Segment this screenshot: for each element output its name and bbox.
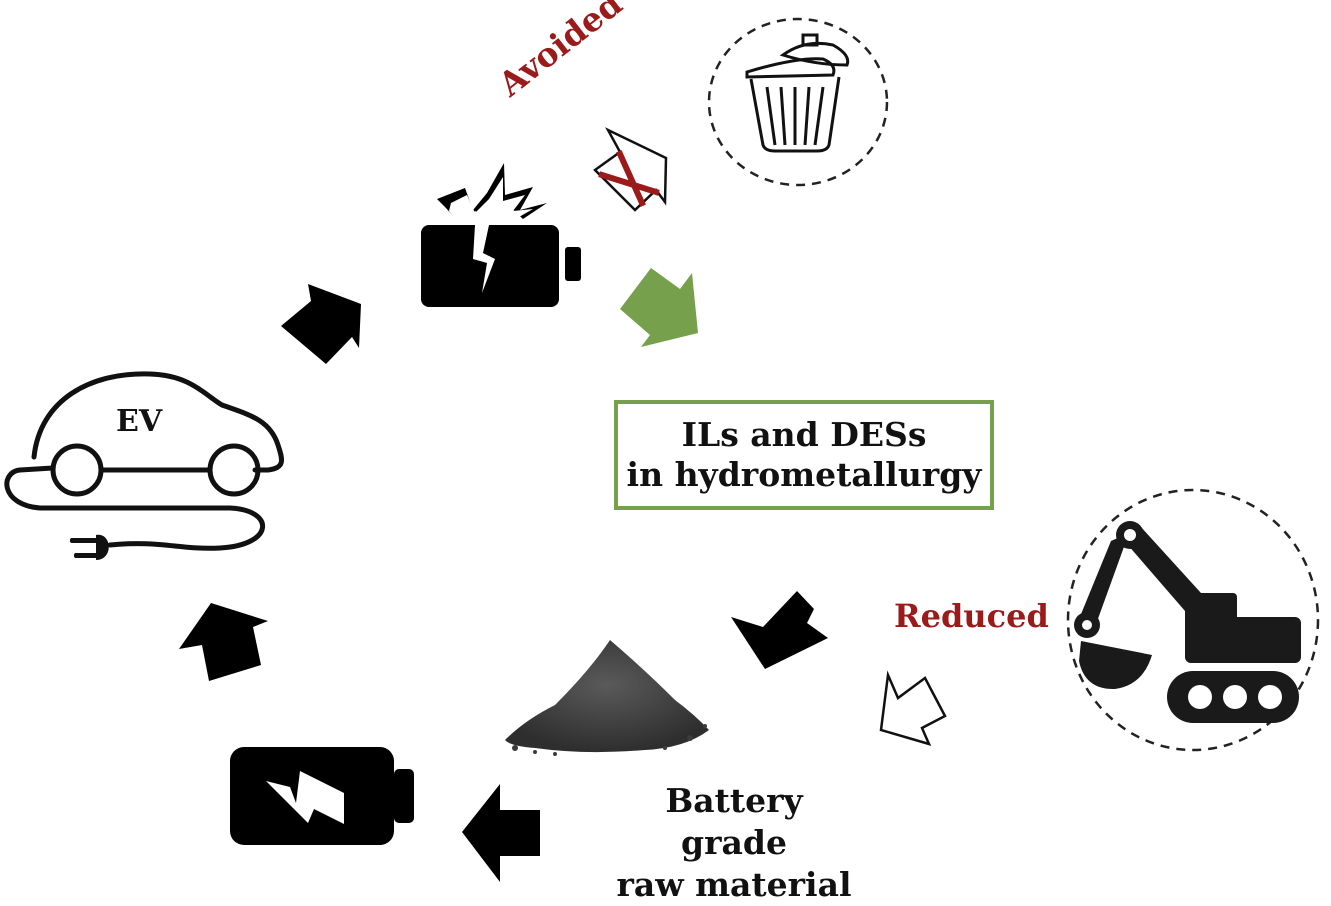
- trash-can-icon: [707, 17, 889, 187]
- process-line-1: ILs and DESs: [681, 415, 927, 454]
- reduced-label: Reduced: [894, 597, 1049, 635]
- arrow-to-process: [620, 268, 698, 347]
- avoided-arrow-icon: [593, 127, 668, 212]
- arrow-battery-to-ev: [179, 603, 268, 681]
- arrow-ev-to-spent-battery: [281, 284, 361, 364]
- process-box: ILs and DESs in hydrometallurgy: [614, 400, 994, 510]
- raw-material-line-1: Battery grade: [665, 781, 803, 862]
- powder-pile-icon: [505, 640, 709, 756]
- arrow-process-to-raw-material: [731, 591, 828, 669]
- avoided-label: Avoided: [490, 0, 630, 105]
- ev-label: EV: [116, 404, 163, 439]
- raw-material-line-2: raw material: [616, 865, 852, 904]
- broken-battery-icon: [421, 163, 581, 307]
- reduced-arrow-icon: [879, 670, 947, 746]
- arrow-raw-material-to-battery: [462, 784, 540, 882]
- excavator-icon: [1066, 488, 1320, 752]
- raw-material-label: Battery grade raw material: [608, 780, 860, 906]
- electric-car-icon: [4, 371, 285, 560]
- charging-battery-icon: [230, 747, 414, 845]
- process-line-2: in hydrometallurgy: [626, 455, 982, 494]
